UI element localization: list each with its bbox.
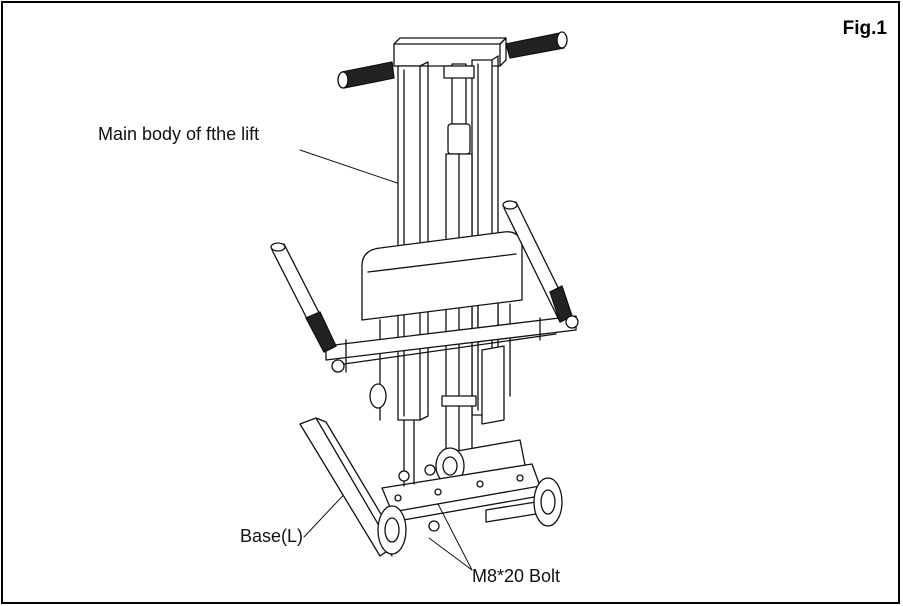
figure-label: Fig.1 bbox=[842, 18, 887, 39]
wheel-left-icon bbox=[377, 505, 407, 555]
leader-bolt-2 bbox=[436, 501, 473, 571]
side-arms bbox=[270, 200, 579, 373]
leader-bolt-1 bbox=[428, 537, 473, 571]
callout-bolt: M8*20 Bolt bbox=[472, 566, 561, 586]
wheels bbox=[369, 383, 563, 555]
wheel-right-icon bbox=[533, 477, 563, 527]
callout-base-left: Base(L) bbox=[240, 526, 304, 546]
top-handle-assembly bbox=[337, 31, 568, 89]
seat-panel bbox=[361, 231, 523, 421]
callout-main-body: Main body of fthe lift bbox=[98, 124, 260, 144]
leader-main-body bbox=[299, 149, 404, 186]
